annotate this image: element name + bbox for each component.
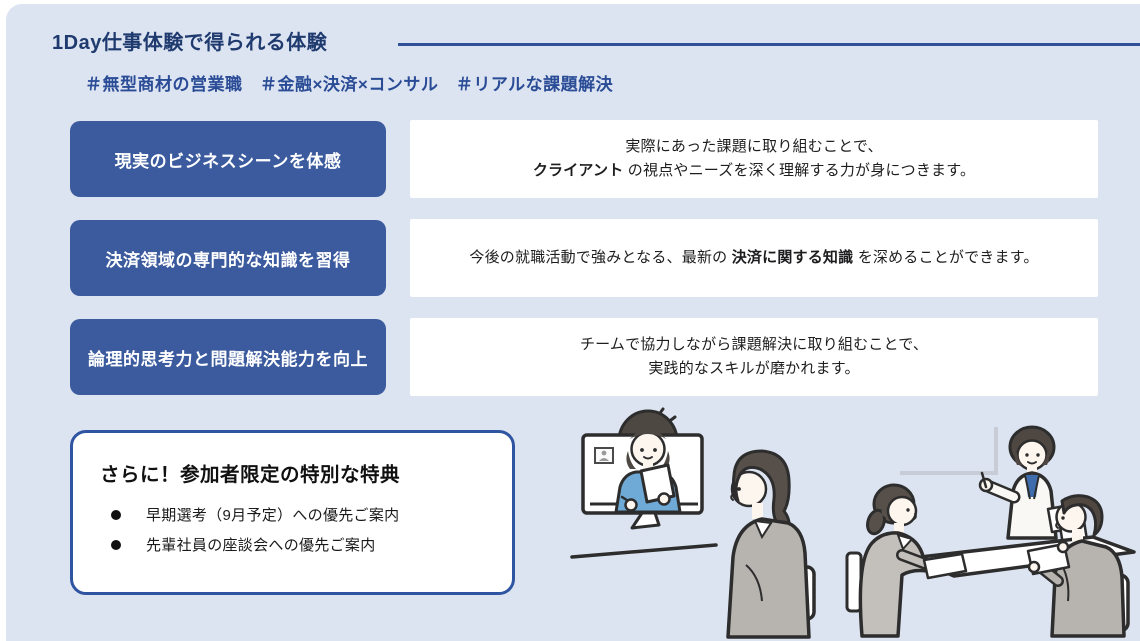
video-call-illustration: [570, 407, 718, 559]
bonus-item-2: 先輩社員の座談会への優先ご案内: [73, 534, 512, 555]
benefit-label-3: 論理的思考力と問題解決能力を向上: [70, 319, 386, 395]
viewer-woman-illustration: [726, 449, 816, 639]
bullet-dot-icon: [111, 539, 121, 550]
benefit-label-1: 現実のビジネスシーンを体感: [70, 121, 386, 197]
title-rule: [398, 43, 1140, 46]
people-illustration: [570, 407, 1136, 639]
benefit-label-2: 決済領域の専門的な知識を習得: [70, 220, 386, 296]
bonus-title: さらに！参加者限定の特別な特典: [100, 464, 401, 486]
page-title: 1Day仕事体験で得られる体験: [52, 32, 328, 54]
benefit-description-2: 今後の就職活動で強みとなる、最新の 決済に関する知識 を深めることができます。: [410, 219, 1098, 297]
benefit-description-3: チームで協力しながら課題解決に取り組むことで、実践的なスキルが磨かれます。: [410, 318, 1098, 396]
bonus-item-1: 早期選考（9月予定）への優先ご案内: [73, 504, 512, 525]
meeting-illustration: [845, 425, 1136, 638]
seated-woman-illustration: [845, 483, 968, 638]
hashtags: ＃無型商材の営業職 ＃金融×決済×コンサル ＃リアルな課題解決: [85, 75, 614, 94]
slide: 1Day仕事体験で得られる体験 ＃無型商材の営業職 ＃金融×決済×コンサル ＃リ…: [6, 4, 1140, 641]
bonus-box: さらに！参加者限定の特別な特典 早期選考（9月予定）への優先ご案内 先輩社員の座…: [70, 430, 515, 595]
bonus-list: 早期選考（9月予定）への優先ご案内 先輩社員の座談会への優先ご案内: [73, 504, 512, 555]
benefit-description-1: 実際にあった課題に取り組むことで、クライアント の視点やニーズを深く理解する力が…: [410, 120, 1098, 198]
bullet-dot-icon: [111, 509, 121, 520]
seated-man-illustration: [1026, 494, 1130, 638]
